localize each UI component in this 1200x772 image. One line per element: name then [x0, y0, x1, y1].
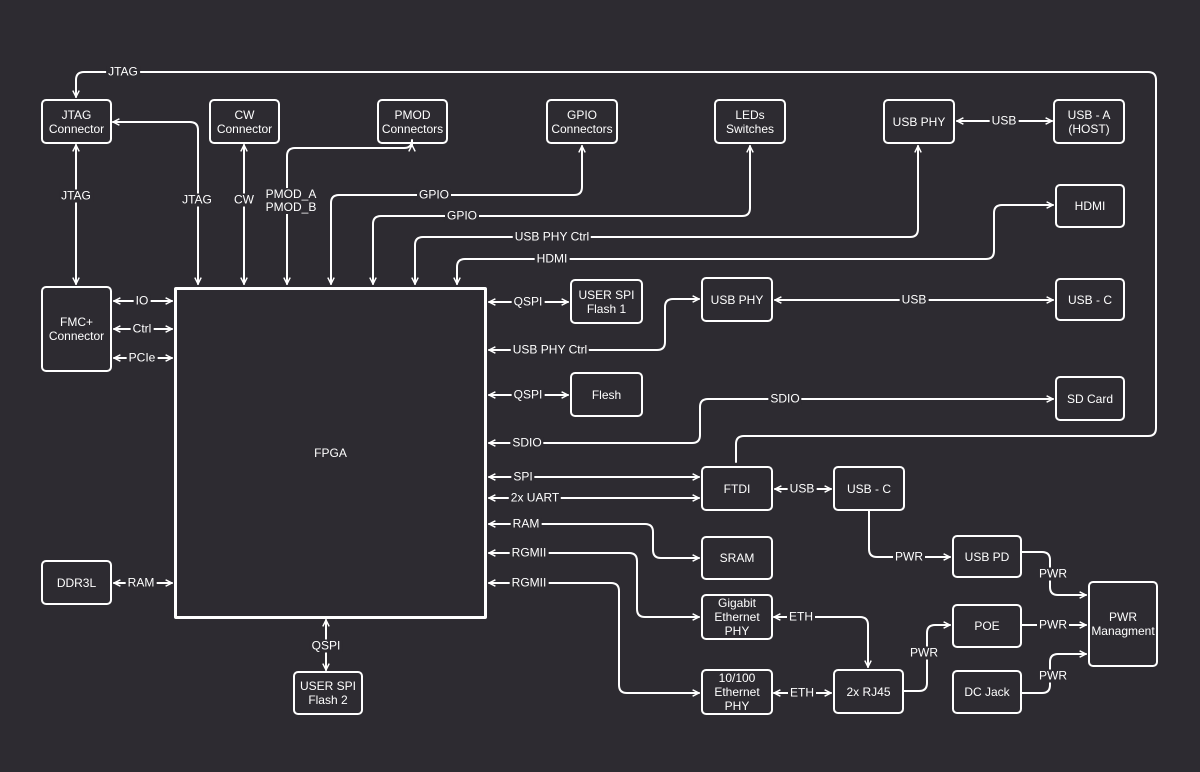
fmc-pcie-label: PCIe	[126, 350, 158, 365]
sram-block: SRAM	[701, 536, 773, 580]
sd-card-block: SD Card	[1055, 376, 1125, 421]
eth-1-label: ETH	[787, 609, 815, 624]
qspi-bottom-label: QSPI	[309, 638, 343, 653]
pwr-usbpd-in-line	[868, 510, 951, 557]
pwr-usbpd-in-label: PWR	[893, 549, 925, 564]
cw-connector-block: CW Connector	[209, 99, 280, 144]
flash-block: Flesh	[570, 372, 643, 417]
spi-label: SPI	[511, 469, 535, 484]
qspi-1-label: QSPI	[511, 294, 545, 309]
hdmi-line	[457, 205, 1054, 285]
ddr3l-block: DDR3L	[41, 560, 112, 605]
gpio-2-label: GPIO	[444, 208, 480, 223]
gpio-connectors-block: GPIO Connectors	[546, 99, 618, 144]
leds-switches-block: LEDs Switches	[714, 99, 786, 144]
usb-phy-mid-block: USB PHY	[701, 277, 773, 322]
usb-pd-block: USB PD	[952, 535, 1022, 578]
sdio-right-label: SDIO	[768, 391, 802, 406]
eth-1-line	[773, 617, 868, 668]
cw-label: CW	[232, 192, 256, 207]
rj45-block: 2x RJ45	[833, 669, 904, 714]
usb-mid-label: USB	[899, 292, 929, 307]
rgmii-1-label: RGMII	[509, 545, 549, 560]
user-spi-flash-2-block: USER SPI Flash 2	[293, 671, 363, 715]
pwr-dc-label: PWR	[1037, 668, 1069, 683]
pwr-poe-label: PWR	[1037, 617, 1069, 632]
pwr-management-block: PWR Managment	[1088, 581, 1158, 667]
rgmii-2-line	[488, 583, 700, 693]
usb-phy-ctrl-mid-line	[488, 299, 700, 350]
ram-ddr-label: RAM	[125, 575, 157, 590]
sdio-line	[488, 399, 1054, 443]
usb-ftdi-label: USB	[787, 481, 817, 496]
gigabit-ethernet-phy-block: Gigabit Ethernet PHY	[701, 594, 773, 640]
hdmi-label: HDMI	[534, 251, 570, 266]
jtag-fpga-line	[112, 122, 198, 285]
usb-phy-ctrl-mid-label: USB PHY Ctrl	[510, 342, 590, 357]
eth-2-label: ETH	[788, 685, 816, 700]
fmc-connector-block: FMC+ Connector	[41, 286, 112, 372]
qspi-2-label: QSPI	[511, 387, 545, 402]
jtag-connector-block: JTAG Connector	[41, 99, 112, 144]
pmod-connectors-block: PMOD Connectors	[377, 99, 448, 144]
jtag-fpga-label: JTAG	[180, 192, 214, 207]
hdmi-block: HDMI	[1055, 184, 1125, 228]
gpio-1-label: GPIO	[416, 187, 452, 202]
sdio-left-label: SDIO	[510, 435, 544, 450]
fpga-block: FPGA	[174, 287, 487, 619]
usb-a-host-block: USB - A (HOST)	[1053, 99, 1125, 144]
usb-top-label: USB	[989, 113, 1019, 128]
usb-phy-top-block: USB PHY	[883, 99, 955, 144]
pwr-usbpd-out-label: PWR	[1037, 566, 1069, 581]
pmod-ab-label: PMOD_A PMOD_B	[263, 187, 319, 214]
ethernet-100-phy-block: 10/100 Ethernet PHY	[701, 669, 773, 715]
usb-c-top-block: USB - C	[1055, 278, 1125, 321]
pwr-rj45-label: PWR	[908, 645, 940, 660]
uart-label: 2x UART	[508, 490, 562, 505]
jtag-top-label: JTAG	[106, 64, 140, 79]
usb-c-ftdi-block: USB - C	[833, 466, 905, 511]
user-spi-flash-1-block: USER SPI Flash 1	[570, 279, 643, 324]
ftdi-block: FTDI	[701, 466, 773, 511]
fmc-io-label: IO	[133, 293, 151, 308]
rgmii-2-label: RGMII	[509, 575, 549, 590]
fmc-ctrl-label: Ctrl	[130, 321, 154, 336]
poe-block: POE	[952, 604, 1022, 648]
ram-sram-label: RAM	[510, 516, 542, 531]
jtag-left-label: JTAG	[59, 188, 93, 203]
dc-jack-block: DC Jack	[952, 670, 1022, 714]
usb-phy-ctrl-top-label: USB PHY Ctrl	[512, 229, 592, 244]
